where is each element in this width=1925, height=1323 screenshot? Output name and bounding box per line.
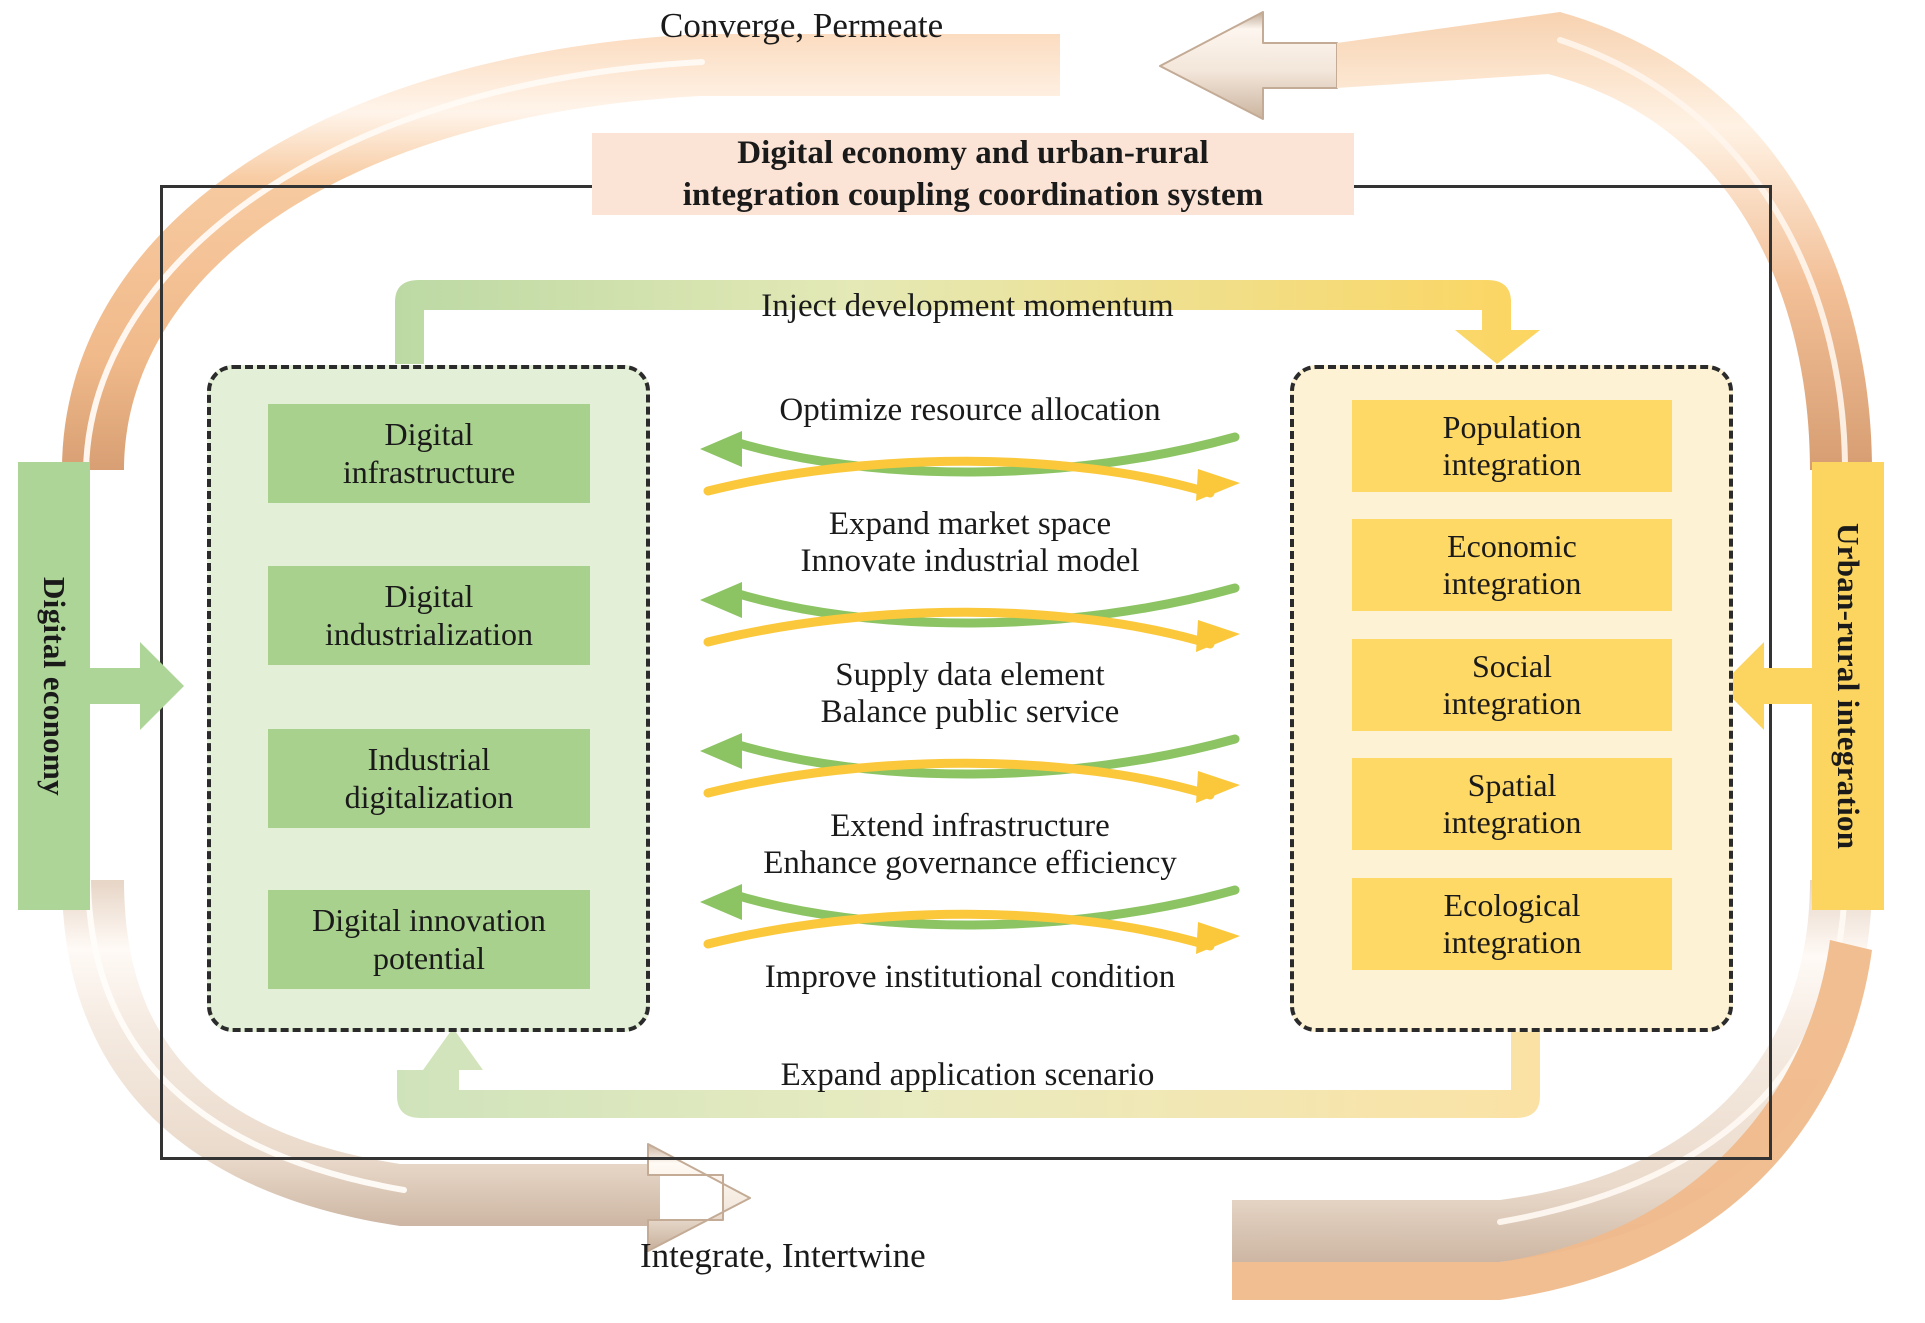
arrow-digital-economy-in <box>88 642 184 730</box>
item-line1: Digital <box>384 578 474 615</box>
band-inject-development-momentum <box>395 280 1540 364</box>
pillar-digital-economy-label: Digital economy <box>37 576 72 796</box>
item-line2: integration <box>1442 685 1582 721</box>
item-social-integration[interactable]: Social integration <box>1352 639 1672 731</box>
item-line1: Economic <box>1447 527 1577 564</box>
item-economic-integration[interactable]: Economic integration <box>1352 519 1672 611</box>
item-line2: infrastructure <box>342 453 516 490</box>
item-line2: potential <box>373 939 485 976</box>
exchange-arrow-pair-2 <box>700 581 1240 652</box>
item-line1: Social <box>1472 647 1552 684</box>
page-title-line1: Digital economy and urban-rural <box>737 134 1209 171</box>
item-line1: Population <box>1442 408 1582 445</box>
item-line1: Digital <box>384 416 474 453</box>
item-spatial-integration[interactable]: Spatial integration <box>1352 758 1672 850</box>
band-expand-application-scenario <box>397 1028 1540 1118</box>
item-line2: integration <box>1442 804 1582 840</box>
item-line1: Industrial <box>367 741 491 778</box>
item-line1: Ecological <box>1443 886 1581 923</box>
page-title: Digital economy and urban-rural integrat… <box>592 133 1354 215</box>
item-line2: integration <box>1442 446 1582 482</box>
ring-caption-top: Converge, Permeate <box>660 6 944 45</box>
item-line1: Spatial <box>1467 766 1557 803</box>
item-line2: integration <box>1442 924 1582 960</box>
exchange-label-1: Expand market space <box>828 505 1112 542</box>
exchange-label-2: Innovate industrial model <box>800 542 1140 579</box>
center-exchange-column: Optimize resource allocation Expand mark… <box>690 392 1250 1042</box>
exchange-label-6: Enhance governance efficiency <box>763 844 1177 881</box>
item-line2: digitalization <box>344 778 514 815</box>
ring-caption-bottom: Integrate, Intertwine <box>640 1236 926 1275</box>
exchange-arrow-pair-4 <box>700 883 1240 954</box>
item-digital-industrialization[interactable]: Digital industrialization <box>268 566 590 665</box>
item-population-integration[interactable]: Population integration <box>1352 400 1672 492</box>
exchange-label-4: Balance public service <box>820 693 1120 730</box>
item-line2: industrialization <box>325 615 533 652</box>
item-line1: Digital innovation <box>312 902 546 939</box>
exchange-label-3: Supply data element <box>835 656 1105 693</box>
page-title-line2: integration coupling coordination system <box>682 177 1264 213</box>
exchange-arrow-pair-1 <box>700 430 1240 501</box>
exchange-label-0: Optimize resource allocation <box>779 392 1161 428</box>
exchange-label-5: Extend infrastructure <box>830 807 1110 844</box>
exchange-arrow-pair-3 <box>700 732 1240 803</box>
item-line2: integration <box>1442 565 1582 601</box>
item-digital-infrastructure[interactable]: Digital infrastructure <box>268 404 590 503</box>
item-ecological-integration[interactable]: Ecological integration <box>1352 878 1672 970</box>
item-industrial-digitalization[interactable]: Industrial digitalization <box>268 729 590 828</box>
pillar-urban-rural-integration-label: Urban-rural integration <box>1831 522 1866 850</box>
arrow-urban-rural-in <box>1720 642 1816 730</box>
item-digital-innovation-potential[interactable]: Digital innovation potential <box>268 890 590 989</box>
pillar-urban-rural-integration: Urban-rural integration <box>1812 462 1884 910</box>
pillar-digital-economy: Digital economy <box>18 462 90 910</box>
exchange-label-7: Improve institutional condition <box>764 958 1176 995</box>
